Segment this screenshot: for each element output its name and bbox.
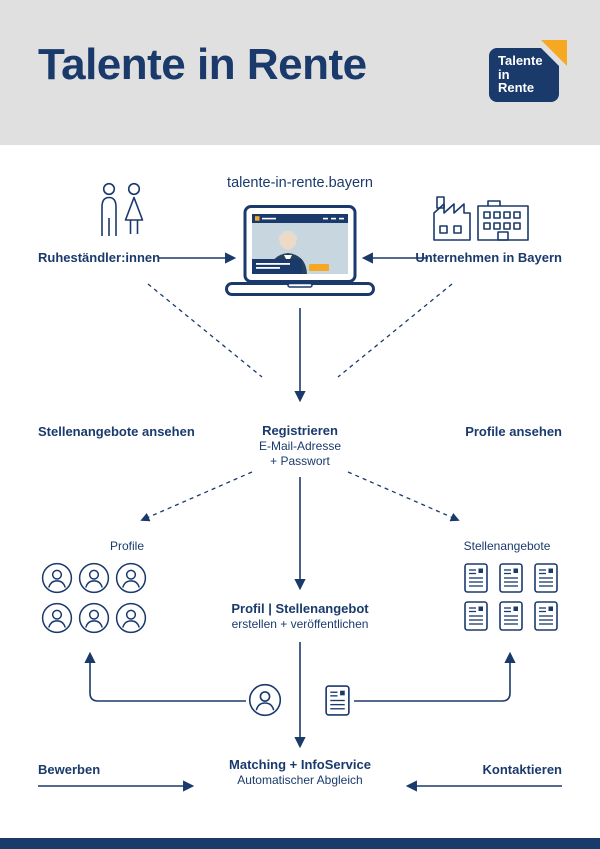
- profiles-label: Profile: [109, 539, 144, 553]
- avatar-icon: [248, 683, 282, 722]
- register-line-1: E-Mail-Adresse: [258, 439, 342, 453]
- dashed-register-to-offers: [347, 471, 460, 522]
- avatar-icon: [41, 602, 73, 634]
- connector-publish-to-profiles: [84, 651, 246, 702]
- left-view-label: Stellenangebote ansehen: [38, 424, 195, 439]
- logo-line-3: Rente: [498, 80, 535, 95]
- document-icon: [499, 563, 523, 593]
- document-icon: [464, 601, 488, 631]
- avatar-icon: [78, 562, 110, 594]
- document-icon: [534, 601, 558, 631]
- site-hero-text-box: [252, 259, 302, 274]
- couple-icon: [94, 180, 150, 243]
- offers-grid: [464, 563, 558, 631]
- avatar-icon: [41, 562, 73, 594]
- create-subtitle: erstellen + veröffentlichen: [231, 617, 369, 631]
- right-view-label: Profile ansehen: [465, 424, 562, 439]
- register-line-2: + Passwort: [270, 454, 330, 468]
- left-actor-label: Ruheständler:innen: [38, 250, 161, 265]
- offers-label: Stellenangebote: [463, 539, 551, 553]
- create-title: Profil | Stellenangebot: [231, 601, 369, 616]
- header: Talente in Rente Talente in Rente: [0, 0, 600, 145]
- matching-block: Matching + InfoService Automatischer Abg…: [175, 757, 425, 788]
- website-url: talente-in-rente.bayern: [227, 175, 373, 191]
- footer-bar: [0, 838, 600, 849]
- logo-line-2: in: [498, 66, 510, 82]
- page-title: Talente in Rente: [38, 40, 367, 89]
- contact-label: Kontaktieren: [482, 762, 562, 777]
- avatar-icon: [115, 562, 147, 594]
- connector-publish-to-offers: [354, 651, 516, 702]
- logo-box: Talente in Rente: [489, 48, 559, 102]
- document-icon: [534, 563, 558, 593]
- factory-icon: [432, 196, 532, 247]
- avatar-icon: [78, 602, 110, 634]
- site-cta-button: [309, 264, 329, 271]
- laptop-icon: [225, 205, 375, 304]
- register-block: Registrieren E-Mail-Adresse + Passwort: [200, 423, 400, 469]
- document-icon: [499, 601, 523, 631]
- matching-title: Matching + InfoService: [229, 757, 371, 772]
- right-actor-label: Unternehmen in Bayern: [415, 250, 562, 265]
- profiles-grid: [41, 562, 147, 634]
- apply-label: Bewerben: [38, 762, 101, 777]
- brand-logo: Talente in Rente: [489, 40, 567, 102]
- dashed-register-to-profiles: [140, 471, 253, 522]
- create-block: Profil | Stellenangebot erstellen + verö…: [150, 601, 450, 632]
- matching-subtitle: Automatischer Abgleich: [237, 773, 363, 787]
- logo-line-1: Talente: [498, 53, 543, 68]
- document-icon: [464, 563, 488, 593]
- site-navbar: [252, 214, 348, 223]
- document-icon: [325, 685, 350, 721]
- avatar-icon: [115, 602, 147, 634]
- register-title: Registrieren: [262, 423, 338, 438]
